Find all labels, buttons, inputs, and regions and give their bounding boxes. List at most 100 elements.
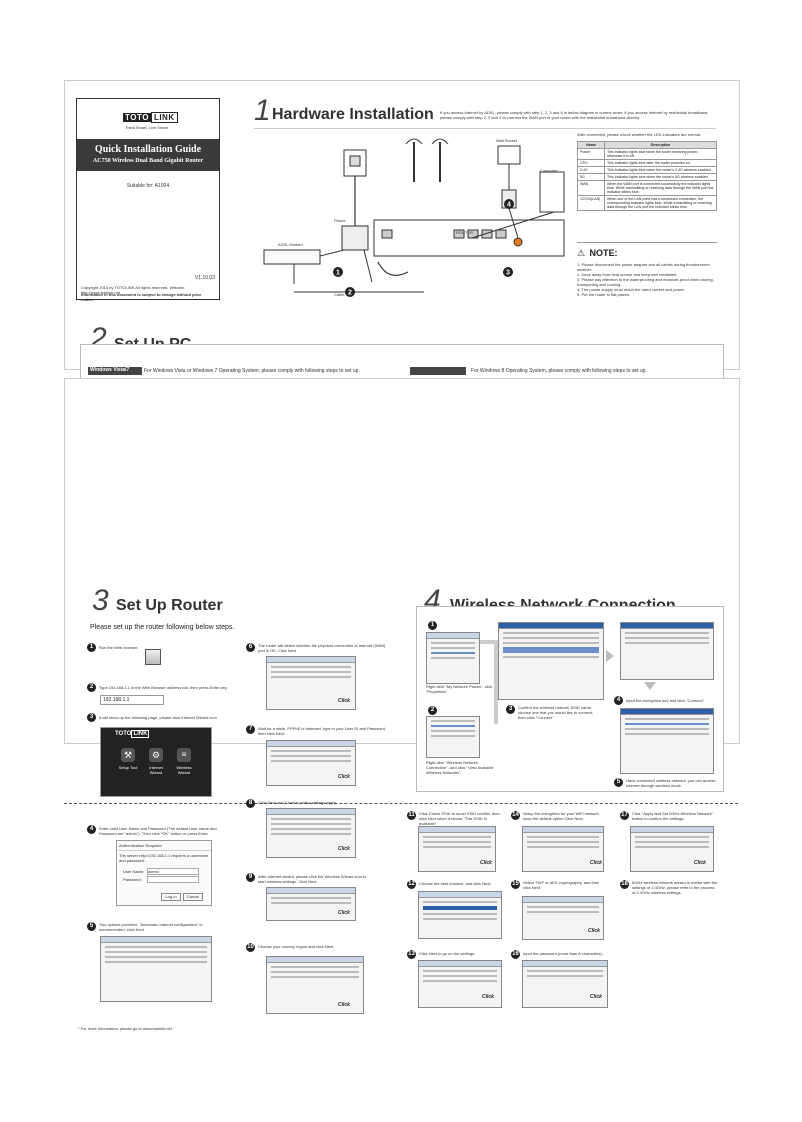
cable [471, 211, 555, 239]
note-item: 5. Put the router in flat places. [577, 292, 631, 297]
screenshot-connected [620, 708, 714, 774]
step-number: 4 [87, 825, 96, 834]
screenshot-country [266, 956, 364, 1014]
cable-coil [377, 261, 409, 276]
warning-icon: ⚠ [577, 248, 586, 258]
cancel-button[interactable]: Cancel [183, 893, 203, 901]
auth-message: The server http://192.168.1.1 requires a… [119, 853, 209, 863]
section-number: 1 [254, 94, 271, 127]
auth-user-label: User Name: [123, 869, 145, 874]
router-step: Two options provided, "Automatic Interne… [99, 922, 203, 932]
led-name: CPU [577, 159, 605, 167]
step-number: 13 [407, 950, 416, 959]
section-number: 3 [92, 584, 109, 617]
router-step: Choose your country region and click Nex… [258, 944, 335, 949]
router-step: Click "Apply and Set 5GHz Wireless Netwo… [632, 811, 714, 821]
screenshot-password [522, 960, 608, 1008]
version: V1.10.03 [194, 275, 215, 281]
router-step: Setup the encryption for your WiFi netwo… [523, 811, 600, 821]
wireless-step: Input the encryption key and click "Conn… [626, 698, 706, 703]
click-label: Click [480, 860, 492, 866]
section-title: Hardware Installation [272, 106, 434, 123]
label-phone: Phone [334, 218, 346, 223]
cover-banner: Quick Installation Guide AC750 Wireless … [77, 139, 219, 171]
step-number: 14 [511, 811, 520, 820]
suitable-for: Suitable for: A1004 [126, 183, 170, 189]
label-router: ROUTER [456, 230, 473, 235]
step-number: 11 [407, 811, 416, 820]
wan-port [381, 229, 393, 239]
computer [539, 171, 565, 213]
note-title: NOTE: [589, 248, 618, 258]
svg-text:4: 4 [507, 202, 511, 209]
click-label: Click [338, 774, 350, 780]
adsl-modem [263, 249, 321, 265]
auth-dialog: Authentication Required The server http:… [116, 840, 212, 906]
tile-label: Wireless Wizard [176, 765, 192, 775]
wireless-step: Confirm the wireless network SSID name, … [518, 705, 594, 720]
led-desc: When the WAN port is connected successfu… [604, 180, 717, 196]
auth-pass-input[interactable] [147, 876, 199, 883]
step-number: 17 [620, 811, 629, 820]
step-number: 1 [428, 621, 437, 630]
router-step: Click Next and Close to make settings ap… [258, 800, 337, 805]
click-label: Click [338, 846, 350, 852]
router-step: Click Check SSID to avoid SSID conflict,… [419, 811, 500, 826]
svg-text:2: 2 [348, 290, 352, 297]
login-button[interactable]: Log In [161, 893, 181, 901]
screenshot-encryption-key [620, 622, 714, 680]
label-cable: Cable [334, 292, 345, 297]
arrow-down-icon [644, 682, 656, 690]
click-label: Click [588, 928, 600, 934]
note-item: 2. Keep away from heat source and keep w… [577, 272, 678, 277]
note-item: 1. Please disconnect the power adapter a… [577, 262, 710, 272]
wireless-wizard-icon[interactable]: ≡ [177, 748, 191, 762]
tile-label: Internet Wizard [149, 765, 163, 775]
router-step: Type 192.168.1.1 in the Web Browser addr… [99, 685, 228, 690]
led-desc: This indicator lights blue after the rou… [604, 159, 717, 167]
hardware-diagram: 1 2 3 4 [263, 138, 565, 297]
led-head-desc: Description [604, 141, 717, 149]
led-desc: This indicator lights blue when the rout… [604, 166, 717, 174]
auth-user-input[interactable]: admin [147, 868, 199, 875]
step-number: 8 [246, 799, 255, 808]
click-label: Click [482, 994, 494, 1000]
screenshot-pppoe [266, 740, 356, 786]
power-port [513, 237, 523, 247]
step-number: 5 [614, 778, 623, 787]
screenshot-wireless-list [498, 622, 604, 700]
led-name: 1/2/3/4(LAN) [577, 195, 605, 211]
led-head-name: Name [577, 141, 605, 149]
router-intro: Please set up the router following below… [90, 624, 235, 631]
click-label: Click [694, 860, 706, 866]
label-adsl: ADSL Modem [278, 242, 303, 247]
cable [363, 249, 373, 283]
screenshot-apply [630, 826, 714, 872]
internet-wizard-icon[interactable]: ⚙ [149, 748, 163, 762]
screenshot-check-ssid [418, 826, 496, 872]
win8-intro: For Windows 8 Operating System, please c… [471, 368, 647, 374]
step-number: 1 [87, 643, 96, 652]
wireless-step: Have connected wireless network, you can… [626, 778, 716, 788]
click-label: Click [338, 910, 350, 916]
arrow-right-icon [606, 650, 614, 662]
wireless-step: Right click "Wireless Network Connection… [426, 760, 494, 775]
browser-icon [145, 649, 161, 665]
screenshot-summary [266, 808, 356, 858]
screenshot-my-network [426, 632, 480, 684]
address-bar[interactable]: 192.168.1.1 [100, 695, 164, 705]
step-number: 5 [87, 922, 96, 931]
click-label: Click [338, 698, 350, 704]
led-name: Power [577, 148, 605, 160]
step-number: 3 [506, 705, 515, 714]
step-number: 10 [246, 943, 255, 952]
led-name: 2.4G [577, 166, 605, 174]
auth-title: Authentication Required [117, 841, 211, 851]
wall-outlet [497, 145, 521, 165]
tool-icon[interactable]: ⚒ [121, 748, 135, 762]
screenshot-context-menu [426, 716, 480, 758]
led-intro: After connected, please check whether th… [577, 132, 702, 137]
